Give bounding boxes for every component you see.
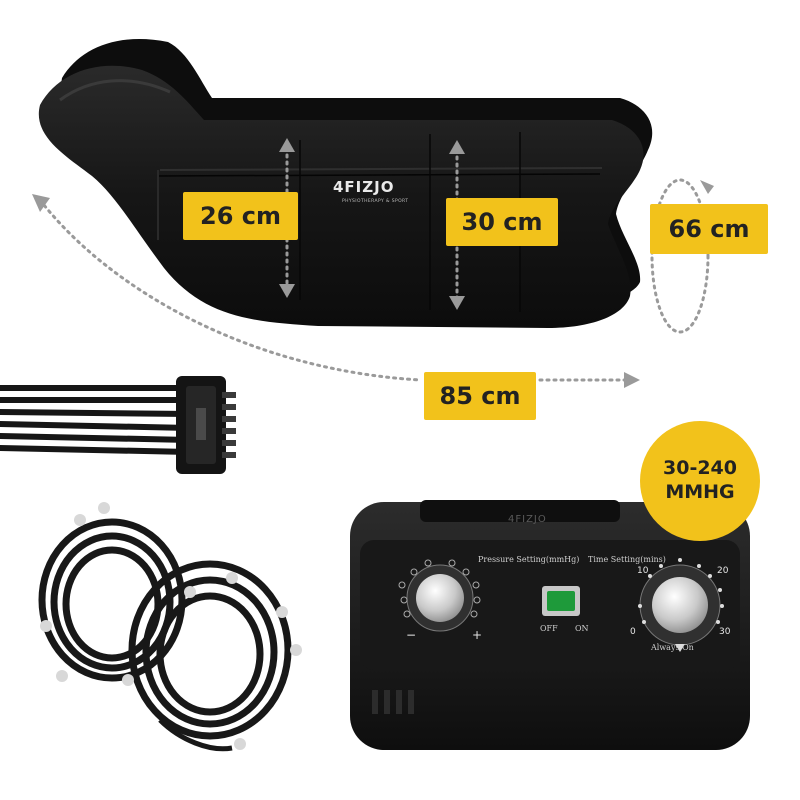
pressure-plus-label: +: [472, 628, 483, 642]
hose-connector: [0, 376, 236, 474]
switch-off-label: OFF: [540, 624, 558, 633]
dimension-label-30cm: 30 cm: [446, 198, 558, 246]
time-tick-10: 10: [637, 566, 649, 576]
time-setting-label: Time Setting(mins): [588, 555, 666, 564]
control-unit: [350, 500, 750, 750]
dimension-label-66cm: 66 cm: [650, 204, 768, 254]
time-knob[interactable]: [652, 577, 708, 633]
unit-brand-logo: 4FIZJO: [508, 514, 547, 525]
dimension-arrows: [38, 146, 710, 382]
time-tick-0: 0: [630, 627, 636, 637]
hose-connectors: [40, 502, 302, 750]
pressure-setting-label: Pressure Setting(mmHg): [478, 555, 580, 564]
pressure-range-value: 30-240: [663, 457, 737, 480]
switch-on-label: ON: [575, 624, 589, 633]
dimension-label-26cm: 26 cm: [183, 192, 298, 240]
dimension-label-85cm: 85 cm: [424, 372, 536, 420]
pressure-range-badge: 30-240 MMHG: [640, 421, 760, 541]
arrow-heads: [32, 138, 714, 388]
pressure-minus-label: −: [406, 628, 417, 642]
pressure-range-unit: MMHG: [665, 481, 735, 503]
arrow-85cm-left: [38, 198, 422, 382]
cuff-brand-logo: 4FIZJO: [333, 178, 395, 196]
coiled-hoses: [38, 518, 292, 752]
time-tick-20: 20: [717, 566, 729, 576]
arrow-66cm: [650, 178, 710, 334]
cuff-brand-tagline: PHYSIOTHERAPY & SPORT: [342, 199, 409, 204]
pressure-knob[interactable]: [416, 574, 464, 622]
always-on-label: Always On: [651, 643, 694, 652]
time-tick-30: 30: [719, 627, 731, 637]
power-switch[interactable]: [547, 591, 575, 611]
